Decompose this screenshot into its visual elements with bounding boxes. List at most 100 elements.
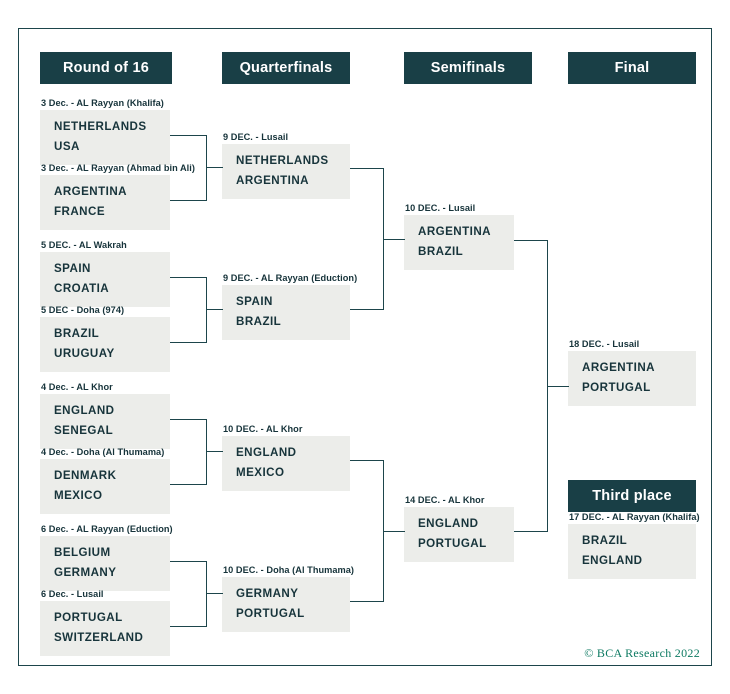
team-name: MEXICO	[54, 489, 103, 502]
connector-stub-qf-4	[207, 593, 223, 594]
connector-stub-qf-2	[207, 309, 223, 310]
connector-stub-qf-1	[207, 167, 223, 168]
team-name: GERMANY	[54, 566, 117, 579]
team-name: PORTUGAL	[54, 611, 123, 624]
match-teams: GERMANY PORTUGAL	[222, 577, 350, 632]
connector-qf-to-sf-2	[350, 460, 384, 602]
team-name: BRAZIL	[582, 534, 628, 547]
match-teams: BRAZIL URUGUAY	[40, 317, 170, 372]
team-name: PORTUGAL	[418, 537, 487, 550]
team-name: SWITZERLAND	[54, 631, 144, 644]
match-qf-2[interactable]: 9 DEC. - AL Rayyan (Eduction) SPAIN BRAZ…	[222, 273, 358, 340]
match-date: 6 Dec. - Lusail	[41, 589, 104, 599]
round-header-label: Semifinals	[430, 60, 506, 76]
match-sf-2[interactable]: 14 DEC. - AL Khor ENGLAND PORTUGAL	[404, 495, 514, 562]
match-date: 5 DEC - Doha (974)	[41, 305, 125, 315]
team-name: BRAZIL	[236, 315, 282, 328]
team-name: USA	[54, 140, 80, 153]
round-header-label: Final	[614, 60, 650, 76]
match-teams: SPAIN CROATIA	[40, 252, 170, 307]
match-teams: DENMARK MEXICO	[40, 459, 170, 514]
team-name: SPAIN	[54, 262, 91, 275]
match-date: 5 DEC. - AL Wakrah	[41, 240, 127, 250]
team-name: ENGLAND	[582, 554, 643, 567]
team-name: BELGIUM	[54, 546, 111, 559]
team-name: SENEGAL	[54, 424, 114, 437]
match-r16-7[interactable]: 6 Dec. - AL Rayyan (Eduction) BELGIUM GE…	[40, 524, 173, 591]
team-name: ARGENTINA	[582, 361, 655, 374]
team-name: NETHERLANDS	[236, 154, 329, 167]
match-r16-1[interactable]: 3 Dec. - AL Rayyan (Khalifa) NETHERLANDS…	[40, 98, 170, 165]
match-teams: NETHERLANDS ARGENTINA	[222, 144, 350, 199]
match-r16-4[interactable]: 5 DEC - Doha (974) BRAZIL URUGUAY	[40, 305, 170, 372]
team-name: DENMARK	[54, 469, 117, 482]
team-name: BRAZIL	[54, 327, 100, 340]
team-name: MEXICO	[236, 466, 285, 479]
team-name: ENGLAND	[236, 446, 297, 459]
connector-sf-to-final	[514, 240, 548, 532]
team-name: NETHERLANDS	[54, 120, 147, 133]
connector-r16-to-qf-3	[170, 419, 207, 485]
match-date: 17 DEC. - AL Rayyan (Khalifa)	[569, 512, 700, 522]
team-name: BRAZIL	[418, 245, 464, 258]
match-date: 10 DEC. - Lusail	[405, 203, 476, 213]
match-teams: SPAIN BRAZIL	[222, 285, 350, 340]
match-teams: BELGIUM GERMANY	[40, 536, 170, 591]
team-name: FRANCE	[54, 205, 106, 218]
match-teams: ENGLAND PORTUGAL	[404, 507, 514, 562]
team-name: ARGENTINA	[54, 185, 127, 198]
connector-qf-to-sf-1	[350, 168, 384, 310]
team-name: ARGENTINA	[236, 174, 309, 187]
match-date: 3 Dec. - AL Rayyan (Khalifa)	[41, 98, 164, 108]
copyright-notice: © BCA Research 2022	[584, 646, 700, 660]
team-name: URUGUAY	[54, 347, 115, 360]
round-header-label: Round of 16	[63, 60, 149, 76]
match-teams: NETHERLANDS USA	[40, 110, 170, 165]
match-teams: BRAZIL ENGLAND	[568, 524, 696, 579]
match-final[interactable]: 18 DEC. - Lusail ARGENTINA PORTUGAL	[568, 339, 696, 406]
round-header-label: Third place	[592, 488, 672, 504]
match-teams: ARGENTINA PORTUGAL	[568, 351, 696, 406]
match-qf-4[interactable]: 10 DEC. - Doha (Al Thumama) GERMANY PORT…	[222, 565, 355, 632]
match-date: 6 Dec. - AL Rayyan (Eduction)	[41, 524, 173, 534]
team-name: ARGENTINA	[418, 225, 491, 238]
match-date: 9 DEC. - AL Rayyan (Eduction)	[223, 273, 358, 283]
team-name: PORTUGAL	[582, 381, 651, 394]
team-name: GERMANY	[236, 587, 299, 600]
match-r16-2[interactable]: 3 Dec. - AL Rayyan (Ahmad bin Ali) ARGEN…	[40, 163, 195, 230]
match-date: 18 DEC. - Lusail	[569, 339, 640, 349]
team-name: ENGLAND	[54, 404, 115, 417]
match-r16-5[interactable]: 4 Dec. - AL Khor ENGLAND SENEGAL	[40, 382, 170, 449]
match-teams: ENGLAND MEXICO	[222, 436, 350, 491]
match-qf-1[interactable]: 9 DEC. - Lusail NETHERLANDS ARGENTINA	[222, 132, 350, 199]
connector-stub-sf-2	[384, 531, 405, 532]
match-sf-1[interactable]: 10 DEC. - Lusail ARGENTINA BRAZIL	[404, 203, 514, 270]
team-name: SPAIN	[236, 295, 273, 308]
match-r16-6[interactable]: 4 Dec. - Doha (Al Thumama) DENMARK MEXIC…	[40, 447, 170, 514]
team-name: CROATIA	[54, 282, 110, 295]
match-r16-8[interactable]: 6 Dec. - Lusail PORTUGAL SWITZERLAND	[40, 589, 170, 656]
round-header-round-of-16: Round of 16	[40, 52, 172, 84]
team-name: ENGLAND	[418, 517, 479, 530]
match-teams: ARGENTINA FRANCE	[40, 175, 170, 230]
connector-r16-to-qf-2	[170, 277, 207, 343]
match-date: 14 DEC. - AL Khor	[405, 495, 485, 505]
round-header-final: Final	[568, 52, 696, 84]
team-name: PORTUGAL	[236, 607, 305, 620]
match-date: 9 DEC. - Lusail	[223, 132, 289, 142]
match-teams: ENGLAND SENEGAL	[40, 394, 170, 449]
round-header-third-place: Third place	[568, 480, 696, 512]
match-teams: ARGENTINA BRAZIL	[404, 215, 514, 270]
connector-stub-sf-1	[384, 239, 405, 240]
connector-stub-final	[548, 386, 569, 387]
match-date: 4 Dec. - AL Khor	[41, 382, 113, 392]
round-header-label: Quarterfinals	[239, 60, 333, 76]
connector-r16-to-qf-1	[170, 135, 207, 201]
match-r16-3[interactable]: 5 DEC. - AL Wakrah SPAIN CROATIA	[40, 240, 170, 307]
match-date: 10 DEC. - Doha (Al Thumama)	[223, 565, 355, 575]
match-teams: PORTUGAL SWITZERLAND	[40, 601, 170, 656]
connector-stub-qf-3	[207, 451, 223, 452]
match-qf-3[interactable]: 10 DEC. - AL Khor ENGLAND MEXICO	[222, 424, 350, 491]
match-third-place[interactable]: 17 DEC. - AL Rayyan (Khalifa) BRAZIL ENG…	[568, 512, 700, 579]
